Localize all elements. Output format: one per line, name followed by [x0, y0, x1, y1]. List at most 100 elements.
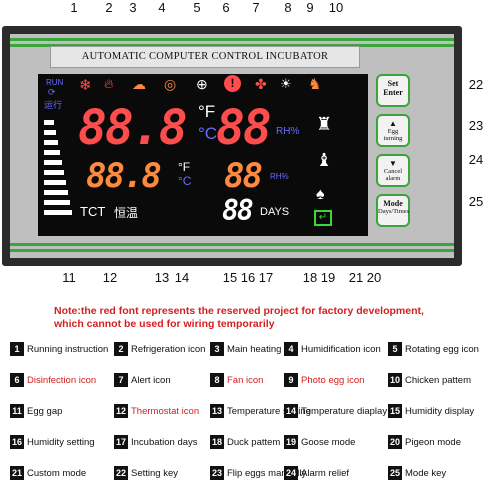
callout-24: 24 [468, 152, 484, 167]
legend-label: Fan icon [227, 374, 264, 386]
callout-4: 4 [158, 0, 166, 15]
legend-number: 18 [210, 435, 224, 449]
legend-label: Duck pattem [227, 436, 281, 448]
humidity-display: 88 [216, 100, 272, 156]
legend-label: Alert icon [131, 374, 171, 386]
run-label: RUN [46, 78, 64, 87]
legend-label: Temperature setting [227, 405, 311, 417]
setting-key-sublabel: Enter [383, 88, 403, 97]
callout-20: 20 [366, 270, 382, 285]
legend-label: Incubation days [131, 436, 198, 448]
legend-label: Flip eggs manually [227, 467, 307, 479]
lcd-display: RUN ⟳ 运行 ❄ 🔥︎ ☁ ◎ ⊕ ! ✤ ☀ ♞ [38, 74, 368, 236]
goose-icon: ♝ [316, 150, 333, 170]
mode-key[interactable]: Mode Days/Times [376, 194, 410, 227]
callout-10: 10 [328, 0, 344, 15]
callout-8: 8 [284, 0, 292, 15]
legend-number: 15 [388, 404, 402, 418]
panel-face: AUTOMATIC COMPUTER CONTROL INCUBATOR RUN… [10, 34, 454, 258]
incubator-panel: AUTOMATIC COMPUTER CONTROL INCUBATOR RUN… [2, 26, 462, 266]
callout-2: 2 [105, 0, 113, 15]
callout-18: 18 [302, 270, 318, 285]
legend-number: 17 [114, 435, 128, 449]
legend-label: Pigeon mode [405, 436, 461, 448]
legend-label: Main heating [227, 343, 282, 355]
legend-label: Goose mode [301, 436, 356, 448]
legend-number: 14 [284, 404, 298, 418]
callout-17: 17 [258, 270, 274, 285]
legend-number: 23 [210, 466, 224, 480]
egg-turning-key[interactable]: ▲ Egg turning [376, 114, 410, 147]
legend-number: 4 [284, 342, 298, 356]
legend-label: Mode key [405, 467, 447, 479]
legend-number: 10 [388, 373, 402, 387]
humidity-setting: 88 [224, 156, 263, 196]
snowflake-icon: ❄ [79, 77, 92, 94]
callout-15: 15 [222, 270, 238, 285]
callout-25: 25 [468, 194, 484, 209]
legend-label: Running instruction [27, 343, 109, 355]
temp-set-unit-f: °F [178, 160, 191, 174]
legend-number: 22 [114, 466, 128, 480]
hum-unit: RH% [276, 126, 300, 137]
legend-number: 1 [10, 342, 24, 356]
bulb-icon: ☀ [280, 76, 292, 91]
green-stripe [10, 243, 454, 246]
thermostat-icon: 恒温 [114, 206, 139, 220]
incubation-days: 88 [222, 194, 254, 227]
temperature-display: 88.8 [78, 100, 188, 156]
legend-number: 8 [210, 373, 224, 387]
legend-number: 19 [284, 435, 298, 449]
legend-number: 11 [10, 404, 24, 418]
legend-label: Setting key [131, 467, 178, 479]
legend-number: 7 [114, 373, 128, 387]
alert-icon: ! [224, 75, 241, 92]
legend-label: Thermostat icon [131, 405, 200, 417]
fan-icon: ✤ [255, 76, 267, 92]
panel-title: AUTOMATIC COMPUTER CONTROL INCUBATOR [50, 46, 360, 68]
callout-23: 23 [468, 118, 484, 133]
legend-label: Photo egg icon [301, 374, 365, 386]
setting-key[interactable]: Set Enter [376, 74, 410, 107]
legend-number: 5 [388, 342, 402, 356]
legend-number: 2 [114, 342, 128, 356]
up-arrow-icon: ▲ [389, 119, 397, 128]
days-label: DAYS [260, 206, 290, 218]
callout-9: 9 [306, 0, 314, 15]
legend-number: 9 [284, 373, 298, 387]
setting-key-label: Set [387, 79, 399, 88]
callout-19: 19 [320, 270, 336, 285]
duck-icon: ♜ [316, 114, 333, 134]
green-stripe [10, 249, 454, 252]
run-cn-label: 运行 [44, 100, 63, 110]
temperature-setting: 88.8 [86, 156, 162, 196]
callout-12: 12 [102, 270, 118, 285]
callout-7: 7 [252, 0, 260, 15]
cancel-alarm-key-label: Cancel alarm [383, 168, 403, 182]
callout-14: 14 [174, 270, 190, 285]
cancel-alarm-key[interactable]: ▼ Cancel alarm [376, 154, 410, 187]
legend-label: Disinfection icon [27, 374, 97, 386]
legend-number: 24 [284, 466, 298, 480]
callout-1: 1 [70, 0, 78, 15]
callout-3: 3 [129, 0, 137, 15]
callout-21: 21 [348, 270, 364, 285]
